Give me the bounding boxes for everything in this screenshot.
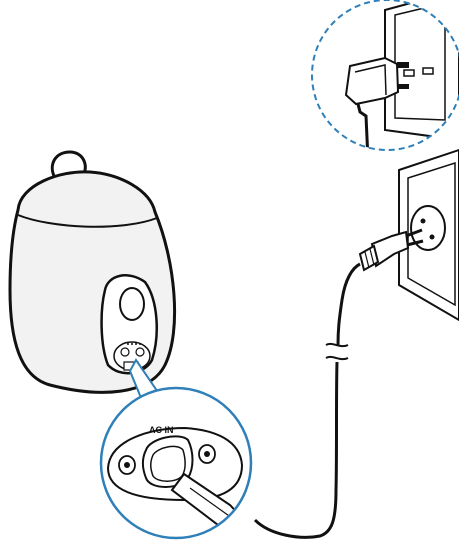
speaker-icon xyxy=(8,150,177,394)
uk-plug-icon xyxy=(344,56,409,150)
power-cord-icon xyxy=(253,262,361,539)
uk-socket-inset xyxy=(311,0,459,151)
ac-in-label: AC IN xyxy=(149,425,174,435)
eu-wall-socket-icon xyxy=(398,148,459,322)
eu-plug-icon xyxy=(358,228,424,272)
uk-wall-socket-icon xyxy=(384,0,459,142)
ac-in-detail-callout: AC IN xyxy=(99,386,253,540)
